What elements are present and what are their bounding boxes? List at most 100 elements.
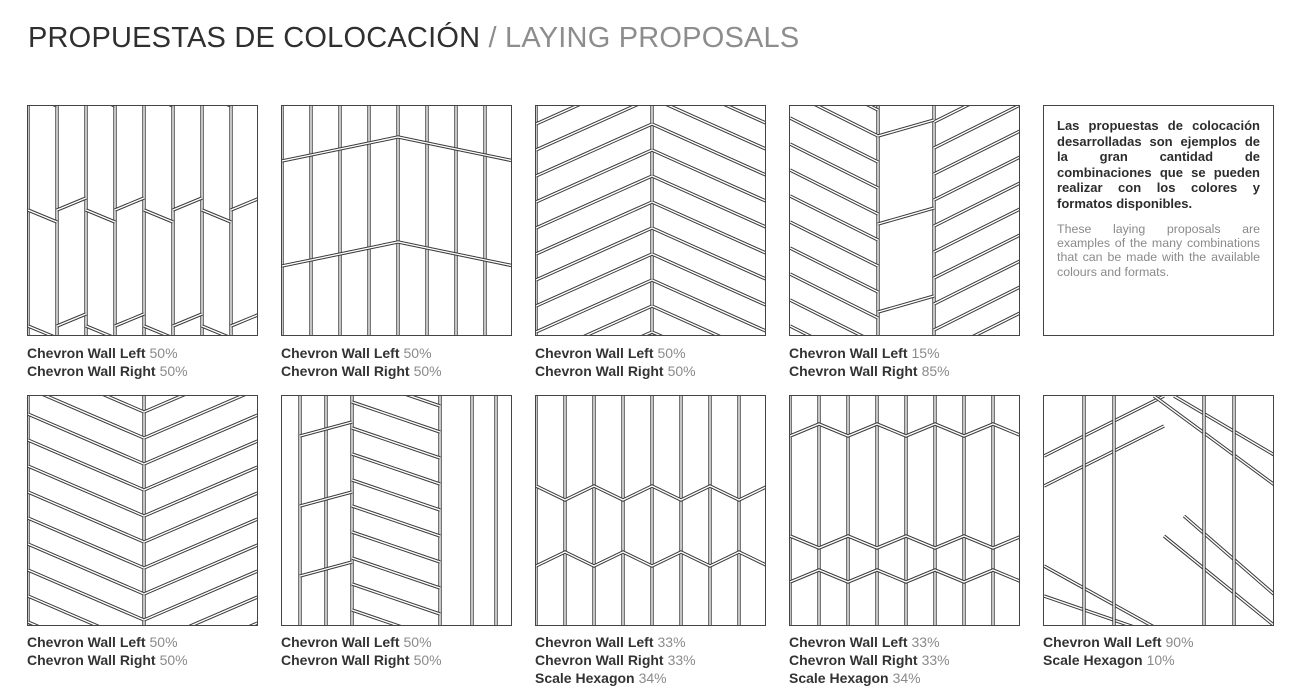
chevron-stripe-inner xyxy=(143,440,257,491)
chevron-stripe-inner xyxy=(536,253,653,307)
chevron-stripe-inner xyxy=(28,439,145,491)
hex-joint-inner xyxy=(790,423,1019,437)
pattern-panel-7 xyxy=(535,395,766,626)
chevron-stripe-inner xyxy=(868,106,879,111)
chevron-joint-inner xyxy=(85,209,116,223)
band-joint-inner xyxy=(877,207,935,225)
chevron-stripe-inner xyxy=(536,175,653,229)
chevron-stripe xyxy=(866,106,879,112)
hex-joint-inner xyxy=(790,535,1019,549)
chevron-stripe-inner xyxy=(933,106,968,123)
chevron-stripe-inner xyxy=(536,227,653,281)
pattern-panel-2 xyxy=(281,105,512,336)
pattern-drawing-7 xyxy=(536,396,765,625)
chevron-stripe-inner xyxy=(143,396,183,413)
chevron-stripe xyxy=(42,396,145,440)
woven-stripe-inner xyxy=(1183,515,1273,595)
title-separator: / xyxy=(488,22,497,54)
chevron-stripe-inner xyxy=(933,106,1019,149)
hex-joint-inner xyxy=(790,569,1019,583)
chevron-joint-inner xyxy=(85,325,110,335)
chevron-joint-inner xyxy=(282,241,511,267)
chevron-joint-inner xyxy=(230,314,257,327)
chevron-stripe-inner xyxy=(143,518,257,569)
chevron-joint-inner xyxy=(282,136,511,162)
pattern-drawing-9 xyxy=(1044,396,1273,625)
chevron-stripe xyxy=(814,106,879,138)
woven-stripe-inner xyxy=(1163,535,1273,625)
chevron-stripe-inner xyxy=(933,286,1019,331)
chevron-stripe-inner xyxy=(536,106,578,125)
chevron-stripe-inner xyxy=(974,312,1019,335)
band-joint-inner xyxy=(877,295,935,313)
pattern-panel-4 xyxy=(789,105,1020,336)
woven-stripe-inner xyxy=(1044,565,1152,625)
chevron-joint-inner xyxy=(172,197,203,211)
chevron-joint-inner xyxy=(143,325,168,335)
chevron-stripe-inner xyxy=(585,305,653,335)
chevron-stripe xyxy=(143,396,246,440)
hex-joint-inner xyxy=(536,485,765,501)
chevron-stripe-inner xyxy=(28,517,145,569)
info-box: Las propuestas de colocación desarrollad… xyxy=(1043,105,1274,336)
pattern-panel-1 xyxy=(27,105,258,336)
chevron-stripe-inner xyxy=(790,299,862,335)
hex-joint-inner xyxy=(536,551,765,567)
chevron-stripe-inner xyxy=(28,595,98,625)
chevron-stripe-inner xyxy=(651,279,765,332)
chevron-joint-inner xyxy=(230,198,257,211)
chevron-stripe-inner xyxy=(651,175,765,228)
chevron-stripe-inner xyxy=(143,544,257,595)
chevron-stripe xyxy=(790,324,812,335)
pattern-drawing-2 xyxy=(282,106,511,335)
chevron-stripe-inner xyxy=(933,234,1019,279)
chevron-stripe-inner xyxy=(790,117,879,163)
chevron-joint-inner xyxy=(201,325,226,335)
title-english: LAYING PROPOSALS xyxy=(505,22,800,54)
woven-stripe-inner xyxy=(1044,425,1165,487)
chevron-stripe-inner xyxy=(28,491,145,543)
chevron-stripe xyxy=(790,298,864,335)
chevron-stripe-inner xyxy=(143,396,244,439)
pattern-drawing-5 xyxy=(28,396,257,625)
chevron-stripe-inner xyxy=(143,414,257,465)
chevron-stripe-inner xyxy=(668,106,765,150)
chevron-stripe-inner xyxy=(933,182,1019,227)
chevron-stripe-inner xyxy=(651,149,765,202)
chevron-joint-inner xyxy=(143,209,174,223)
pattern-panel-5 xyxy=(27,395,258,626)
chevron-joint-inner xyxy=(114,197,145,211)
chevron-stripe-inner xyxy=(143,466,257,517)
chevron-stripe-inner xyxy=(190,596,257,625)
chevron-stripe-inner xyxy=(28,569,145,621)
chevron-stripe-inner xyxy=(408,396,441,407)
chevron-stripe-inner xyxy=(351,609,399,625)
chevron-stripe-inner xyxy=(536,201,653,255)
chevron-stripe-inner xyxy=(536,106,636,151)
chevron-stripe-inner xyxy=(351,583,441,615)
chevron-stripe-inner xyxy=(536,149,653,203)
chevron-joint-inner xyxy=(114,313,145,327)
pattern-drawing-3 xyxy=(536,106,765,335)
chevron-stripe-inner xyxy=(651,201,765,254)
chevron-joint-inner xyxy=(201,209,232,223)
chevron-joint-inner xyxy=(172,313,203,327)
chevron-stripe-inner xyxy=(351,505,441,537)
chevron-stripe-inner xyxy=(28,413,145,465)
chevron-stripe-inner xyxy=(790,221,879,267)
